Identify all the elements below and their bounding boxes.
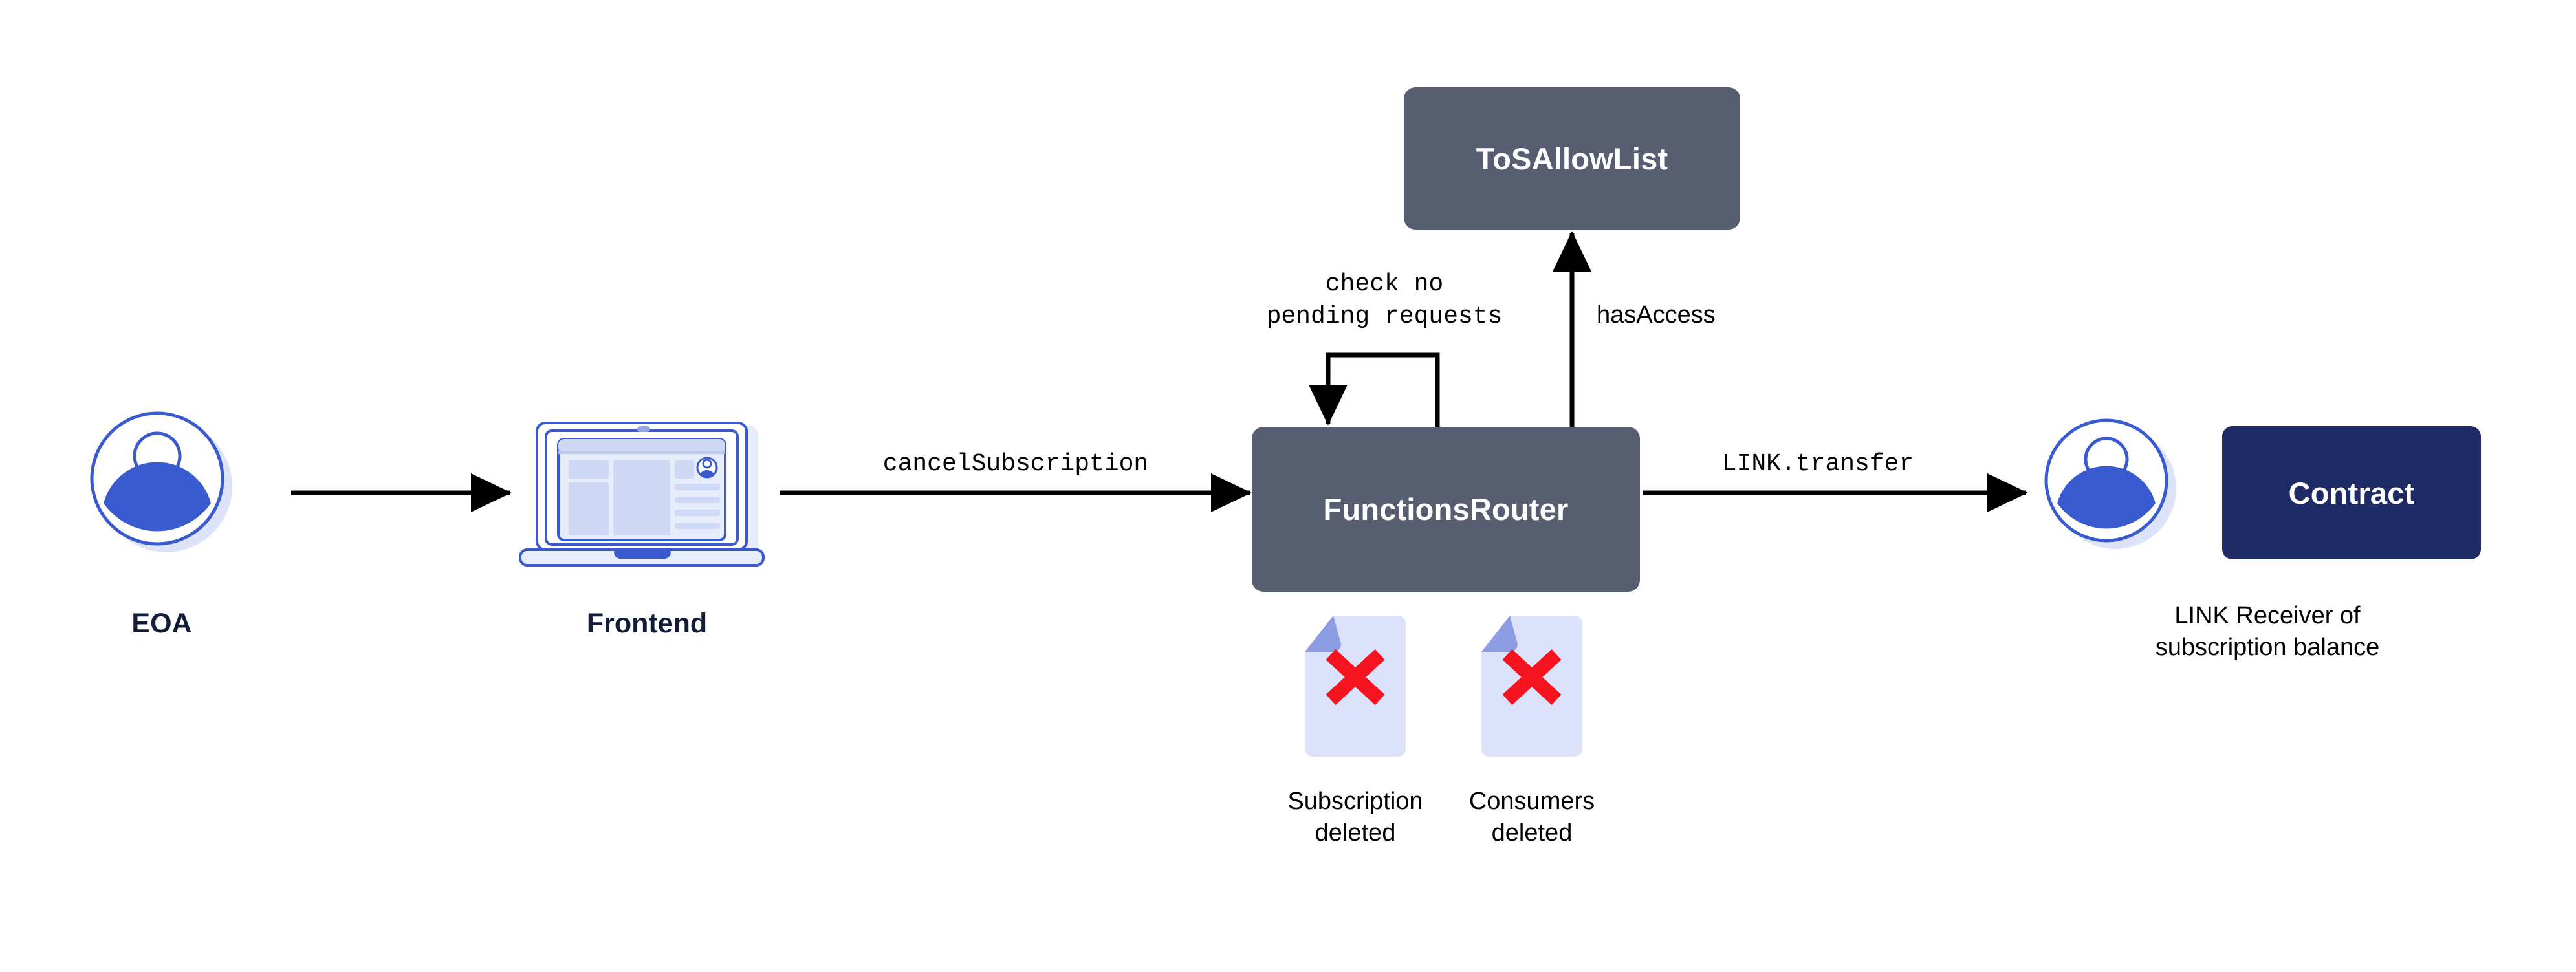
subscription-deleted-caption-line1: Subscription — [1287, 788, 1423, 815]
edge-label-check-no-pending-requests-line1: check no — [1325, 270, 1444, 298]
link-receiver-caption-line1: LINK Receiver of — [2174, 602, 2361, 629]
subscription-deleted-icon-wrap — [1304, 614, 1407, 762]
link-receiver-avatar-icon-wrap — [2041, 414, 2180, 553]
laptop-icon — [519, 422, 765, 567]
link-receiver-caption-line2: subscription balance — [2155, 634, 2380, 661]
eoa-avatar-icon-wrap — [87, 407, 236, 556]
consumers-deleted-icon-wrap — [1480, 614, 1584, 762]
contract-node[interactable]: Contract — [2222, 426, 2481, 559]
functions-router-node[interactable]: FunctionsRouter — [1252, 427, 1640, 592]
frontend-laptop-icon-wrap — [511, 406, 783, 574]
edge-label-link-transfer: LINK.transfer — [1721, 450, 1914, 478]
edge-label-has-access: hasAccess — [1597, 301, 1716, 329]
user-avatar-icon — [2044, 418, 2176, 549]
contract-label: Contract — [2288, 475, 2415, 510]
eoa-label: EOA — [131, 608, 192, 639]
tos-allowlist-label: ToSAllowList — [1476, 141, 1668, 176]
edge-label-cancel-subscription: cancelSubscription — [882, 450, 1149, 478]
consumers-deleted-caption-line2: deleted — [1491, 819, 1573, 847]
consumers-deleted-caption-line1: Consumers — [1468, 788, 1595, 815]
tos-allowlist-node[interactable]: ToSAllowList — [1404, 87, 1740, 230]
subscription-deleted-caption-line2: deleted — [1315, 819, 1396, 847]
edge-label-check-no-pending-requests-line2: pending requests — [1266, 303, 1503, 330]
functions-router-label: FunctionsRouter — [1323, 492, 1569, 526]
document-x-icon — [1481, 616, 1582, 757]
edge-router-self-loop — [1308, 352, 1440, 427]
frontend-label: Frontend — [586, 608, 708, 639]
document-x-icon — [1305, 616, 1406, 757]
user-avatar-icon — [90, 411, 232, 552]
